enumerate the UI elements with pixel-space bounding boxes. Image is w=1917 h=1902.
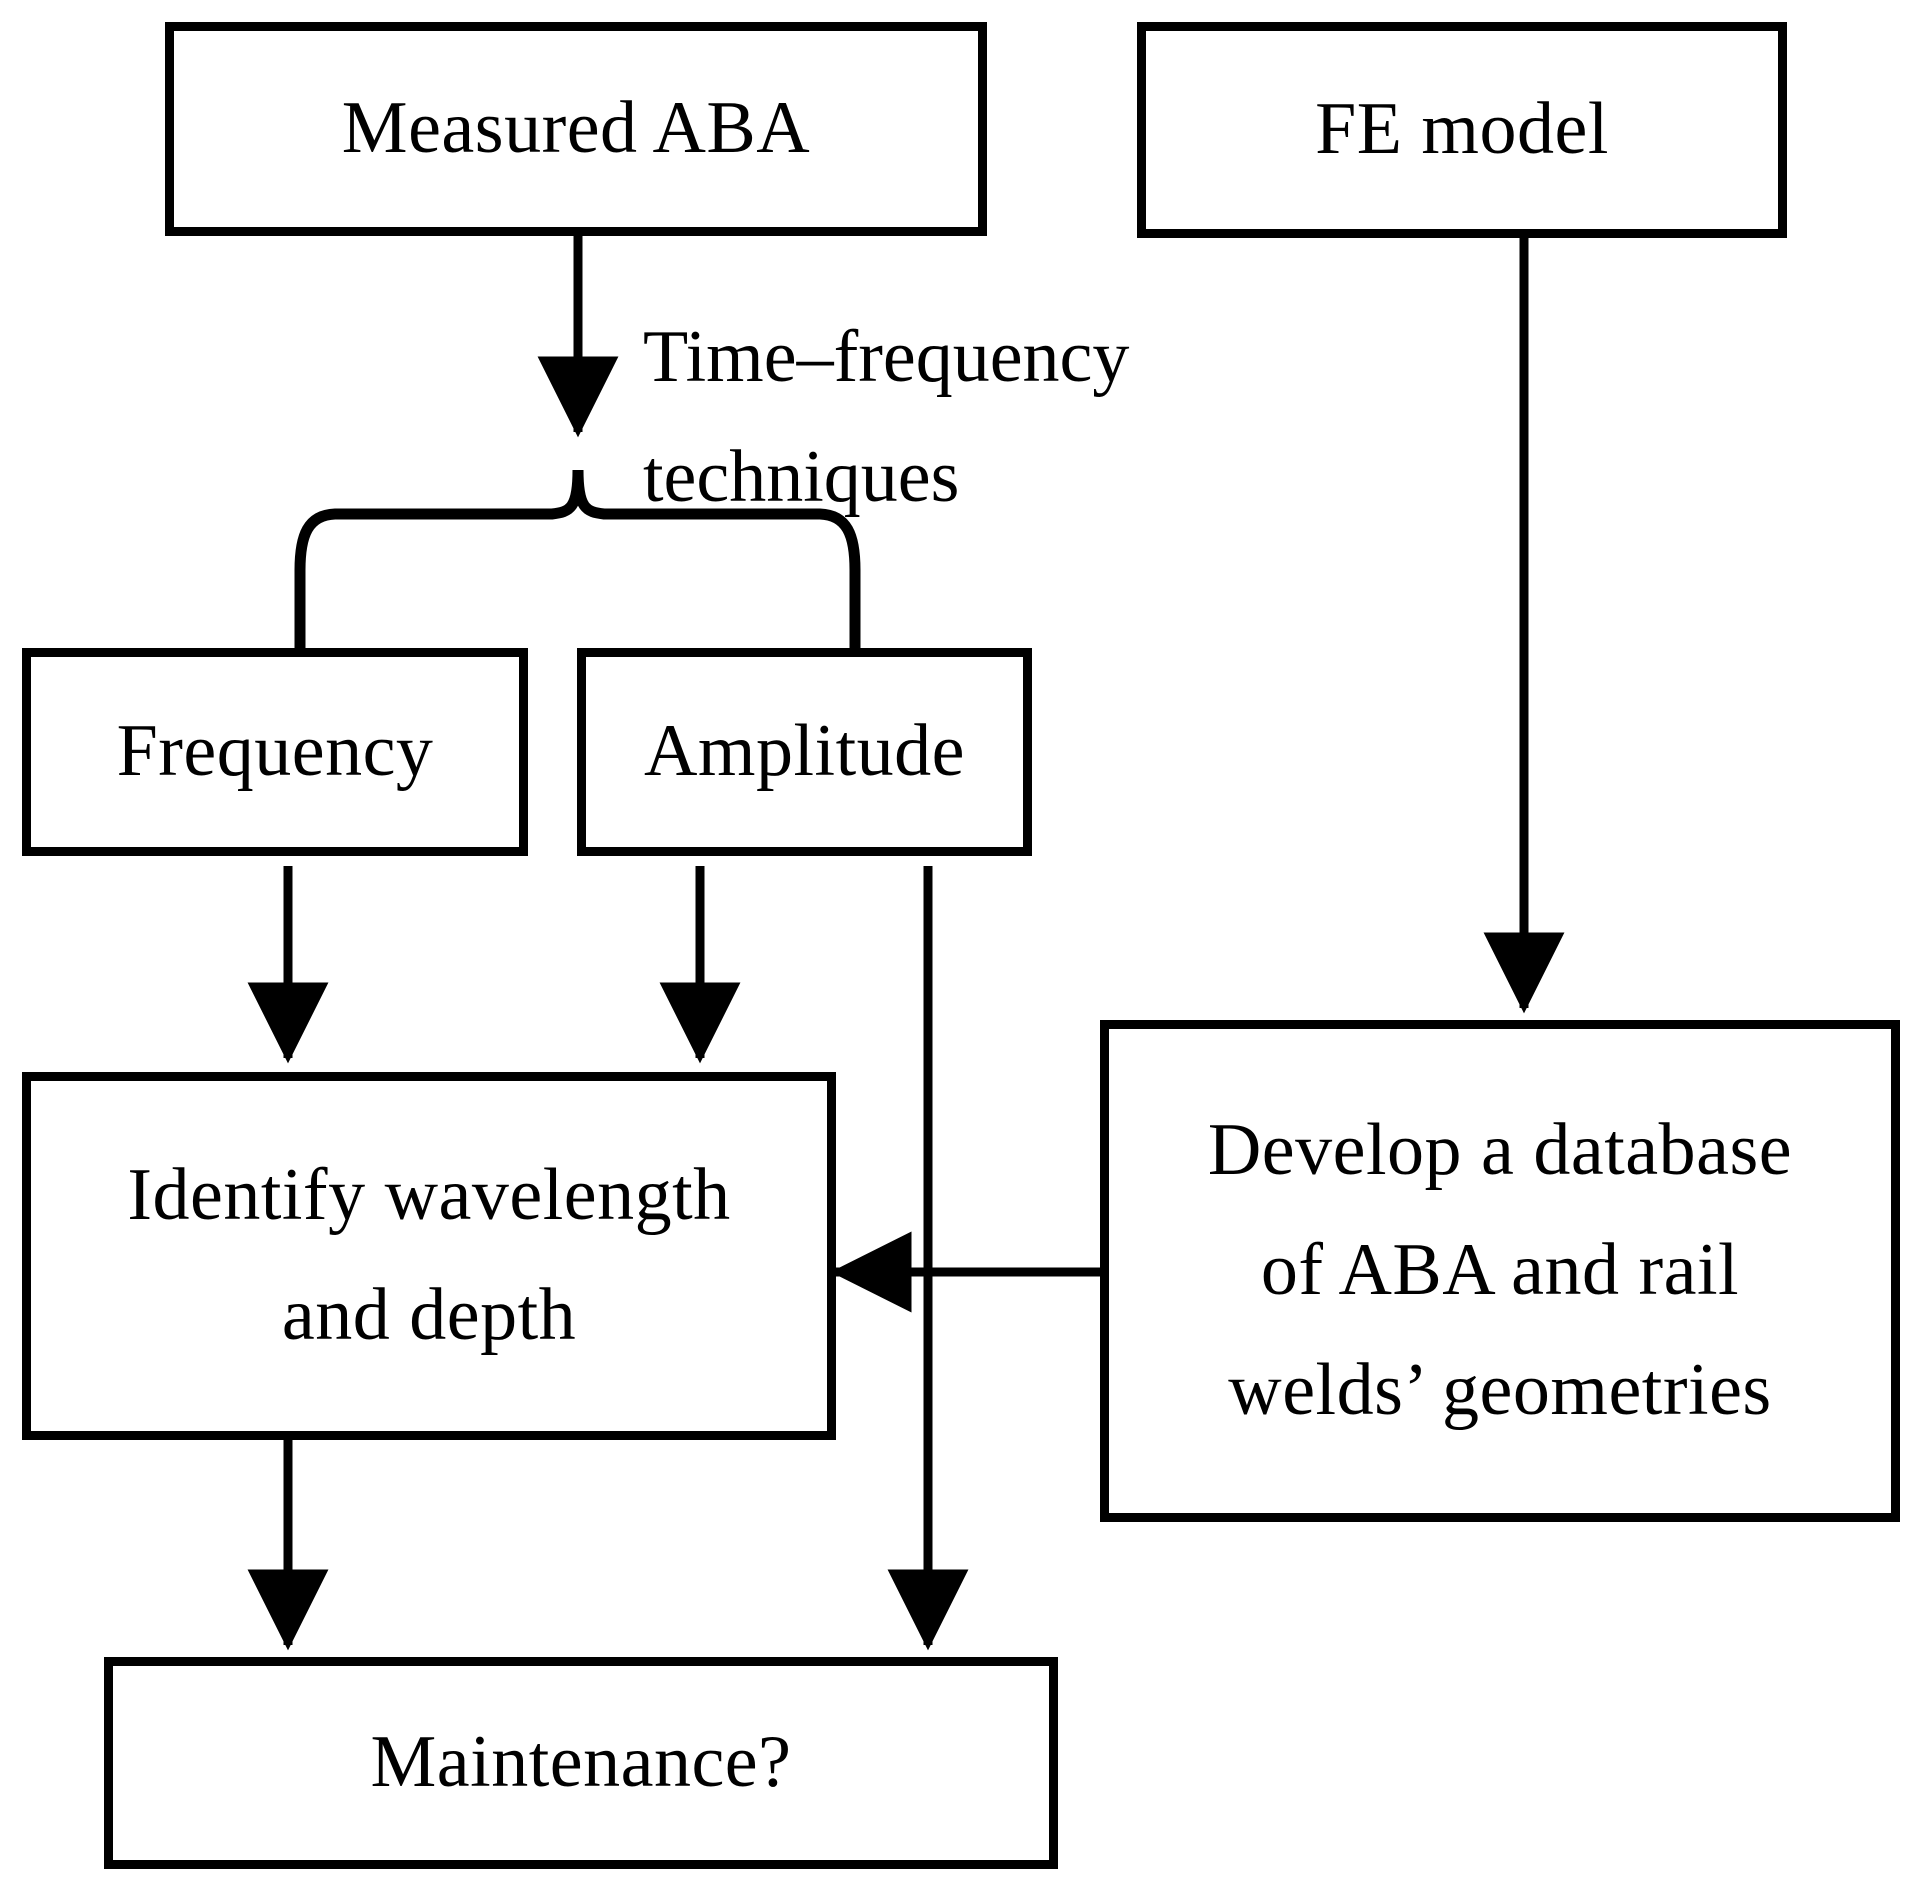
- node-frequency-label: Frequency: [116, 710, 434, 793]
- node-amplitude[interactable]: Amplitude: [577, 648, 1032, 856]
- node-database-line3: welds’ geometries: [1228, 1348, 1772, 1431]
- node-database-line1: Develop a database: [1207, 1109, 1793, 1192]
- node-measured-aba-label: Measured ABA: [341, 87, 811, 170]
- node-measured-aba[interactable]: Measured ABA: [165, 22, 987, 236]
- node-maintenance-label: Maintenance?: [370, 1721, 792, 1804]
- edge-label-line2: techniques: [643, 435, 960, 518]
- edge-label-line1: Time–frequency: [643, 316, 1130, 398]
- node-amplitude-label: Amplitude: [643, 710, 966, 793]
- node-identify-line1: Identify wavelength: [127, 1154, 731, 1237]
- node-identify-wavelength-and-depth[interactable]: Identify wavelength and depth: [22, 1072, 836, 1440]
- node-fe-model[interactable]: FE model: [1137, 22, 1787, 238]
- node-fe-model-label: FE model: [1315, 88, 1609, 171]
- node-maintenance[interactable]: Maintenance?: [104, 1657, 1058, 1869]
- node-database-line2: of ABA and rail: [1260, 1229, 1740, 1312]
- brace-split-connector: [294, 469, 584, 648]
- edge-label-time-frequency-techniques: Time–frequency techniques: [643, 298, 1129, 538]
- node-identify-line2: and depth: [281, 1274, 577, 1356]
- node-frequency[interactable]: Frequency: [22, 648, 528, 856]
- node-develop-database[interactable]: Develop a database of ABA and rail welds…: [1100, 1020, 1900, 1522]
